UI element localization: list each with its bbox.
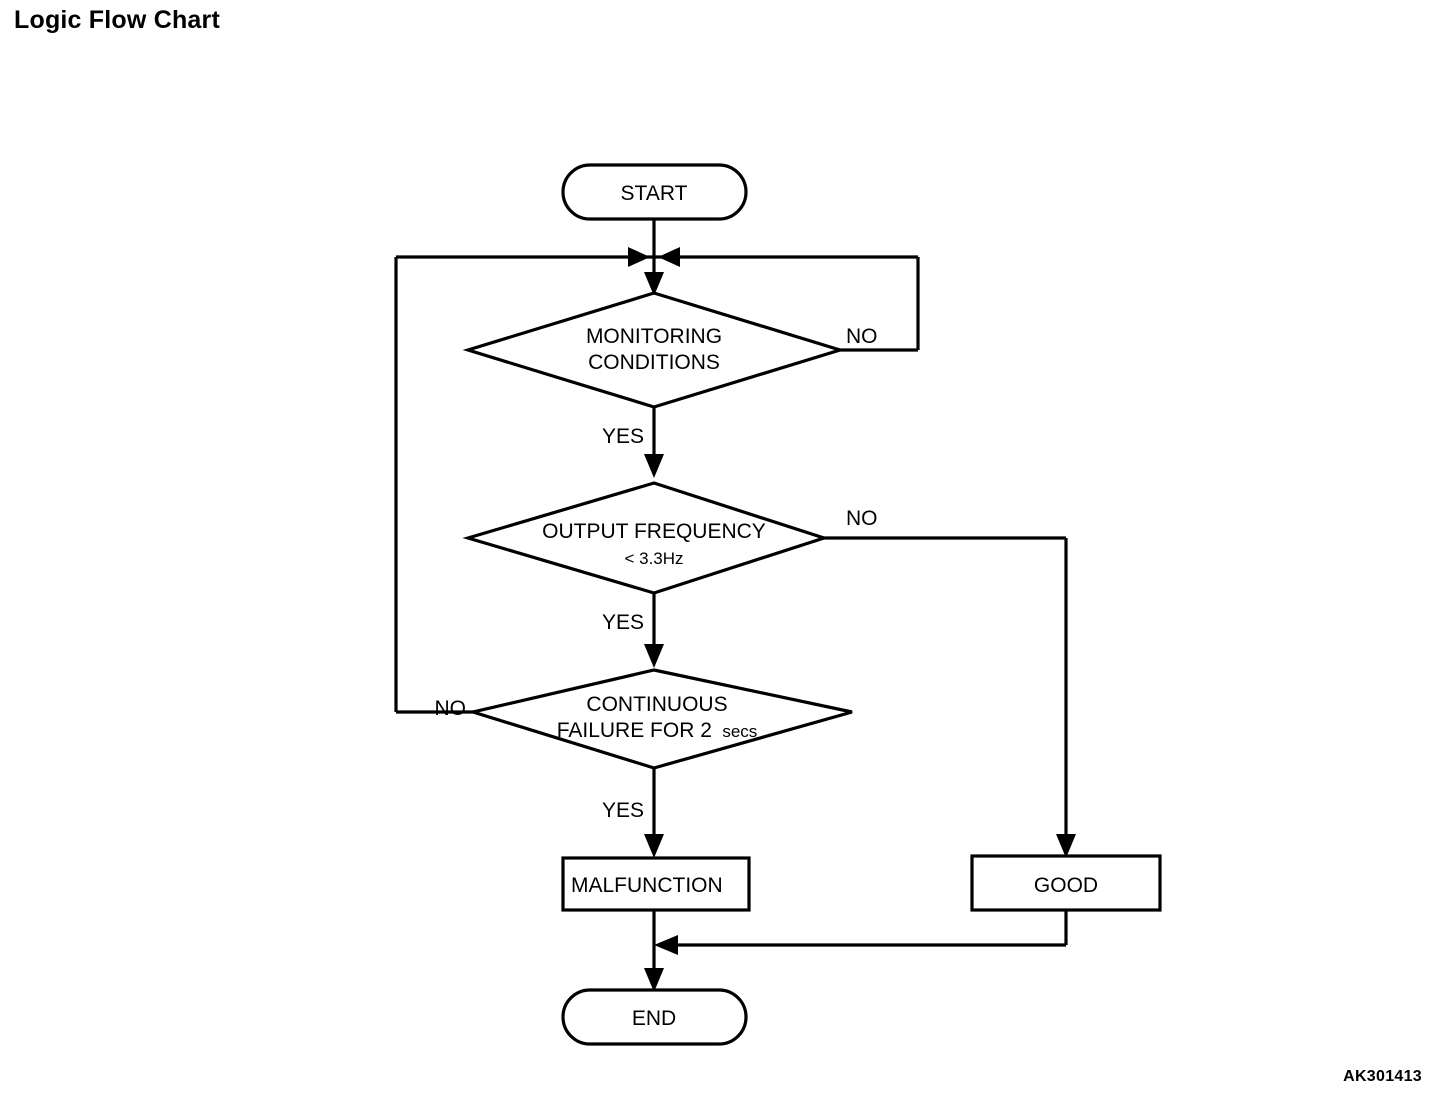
figure-code: AK301413 [1343, 1068, 1422, 1085]
node-start[interactable] [561, 163, 748, 221]
arrowhead-into-continuous [644, 644, 664, 668]
arrowhead-right-no-return [658, 247, 680, 267]
node-malfunction[interactable] [561, 856, 751, 912]
node-frequency-label-line2: < 3.3Hz [624, 549, 683, 568]
edge-label-frequency-no: NO [846, 507, 878, 530]
node-end-label: END [632, 1007, 676, 1030]
edge-label-monitoring-yes: YES [602, 425, 644, 448]
node-continuous-label-line2: FAILURE FOR 2 secs [557, 719, 758, 742]
node-monitoring-label-line1: MONITORING [586, 325, 722, 348]
node-malfunction-label: MALFUNCTION [571, 874, 723, 897]
arrowhead-into-malfunction [644, 834, 664, 858]
node-monitoring-label-line2: CONDITIONS [588, 351, 720, 374]
node-end[interactable] [561, 988, 748, 1046]
node-good[interactable] [970, 854, 1162, 912]
edge-label-continuous-no: NO [435, 697, 467, 720]
arrowhead-into-monitoring [644, 272, 664, 296]
node-start-label: START [621, 182, 688, 205]
node-continuous-failure[interactable] [466, 668, 853, 770]
arrowhead-good-merge [654, 935, 678, 955]
arrowhead-into-good [1056, 834, 1076, 858]
node-monitoring-conditions[interactable] [462, 291, 846, 409]
arrowhead-into-end [644, 968, 664, 992]
node-continuous-label-line2-main: FAILURE FOR 2 [557, 719, 712, 742]
node-output-frequency[interactable] [462, 481, 830, 595]
page-title: Logic Flow Chart [14, 6, 220, 34]
edge-label-frequency-yes: YES [602, 611, 644, 634]
arrowhead-left-loop-return [628, 247, 650, 267]
node-frequency-label-line1: OUTPUT FREQUENCY [542, 520, 766, 543]
node-good-label: GOOD [1034, 874, 1098, 897]
node-continuous-label-line2-small: secs [722, 722, 757, 741]
node-continuous-label-line1: CONTINUOUS [586, 693, 727, 716]
edge-label-monitoring-no: NO [846, 325, 878, 348]
edge-label-continuous-yes: YES [602, 799, 644, 822]
arrowhead-into-frequency [644, 454, 664, 478]
